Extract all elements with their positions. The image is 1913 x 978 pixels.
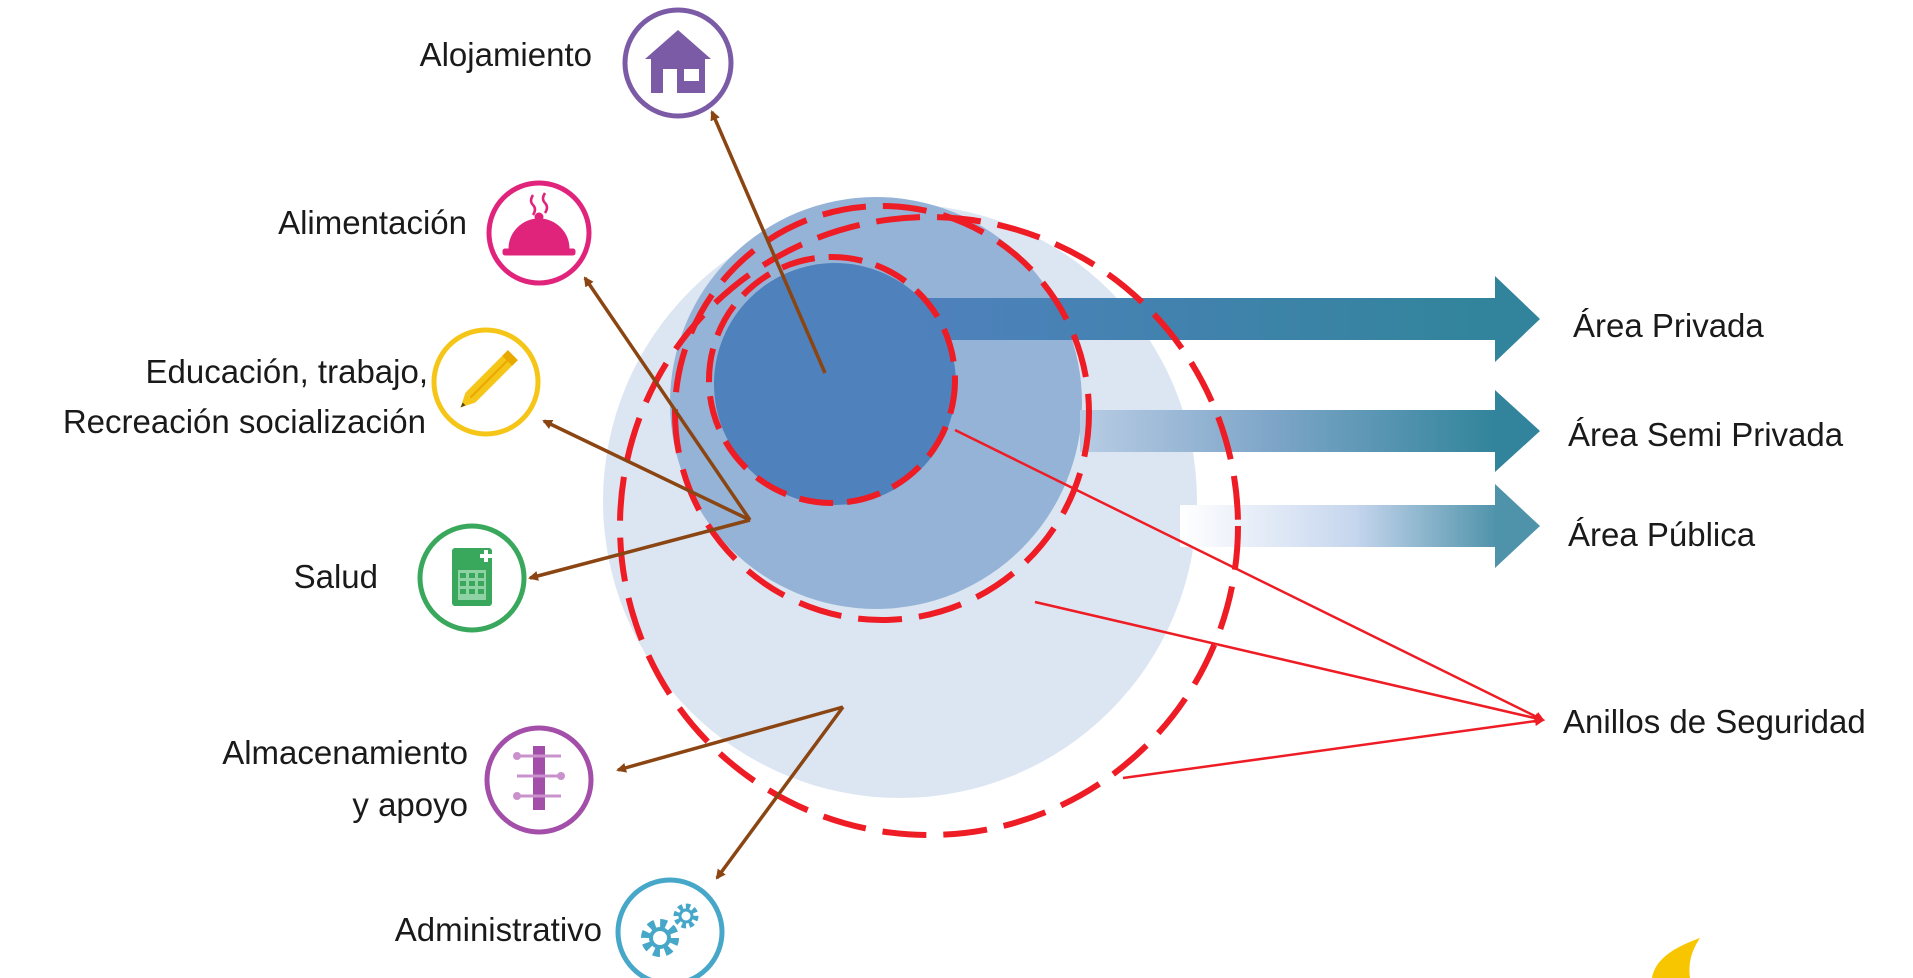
label-alimentacion: Alimentación [278, 204, 467, 241]
area-arrow-privada [920, 276, 1540, 362]
label-alojamiento: Alojamiento [420, 36, 592, 73]
function-arrow-almacenamiento [616, 705, 844, 773]
medical-kit-icon [452, 548, 492, 606]
label-almacenamiento-line2: y apoyo [352, 786, 468, 823]
function-arrow-alojamiento [710, 110, 827, 374]
area-arrow-publica [1180, 484, 1540, 568]
alojamiento-icon-badge [622, 7, 734, 119]
label-educacion-line1: Educación, trabajo, [145, 353, 428, 390]
gears-icon [641, 903, 699, 957]
almacenamiento-icon-badge [484, 725, 594, 835]
salud-icon-badge [417, 523, 527, 633]
ring-pointer-line-outer [1122, 716, 1545, 780]
function-arrow-administrativo [715, 705, 845, 880]
ring-pointer-line-middle [1034, 600, 1545, 724]
label-administrativo: Administrativo [395, 911, 602, 948]
food-cloche-icon [502, 192, 576, 256]
ring-pointer-line-inner [954, 428, 1545, 722]
label-area-privada: Área Privada [1573, 307, 1764, 344]
house-icon [645, 30, 711, 93]
alimentacion-icon-badge [486, 180, 592, 286]
private-zone-circle [714, 263, 956, 505]
educacion-icon-badge [431, 327, 541, 437]
administrativo-icon-badge [615, 877, 725, 978]
area-arrow-semi-privada [1080, 390, 1540, 472]
label-salud: Salud [294, 558, 378, 595]
function-arrow-educacion [542, 419, 751, 522]
label-area-semi-privada: Área Semi Privada [1568, 416, 1844, 453]
pencil-icon [460, 350, 518, 408]
label-area-publica: Área Pública [1568, 516, 1756, 553]
function-arrow-salud [528, 518, 751, 581]
logo-mark [1652, 938, 1700, 978]
label-security-rings: Anillos de Seguridad [1563, 703, 1866, 740]
label-educacion-line2: Recreación socialización [63, 403, 426, 440]
function-arrow-alimentacion [583, 276, 752, 521]
storage-icon [513, 746, 565, 810]
security-ring-inner [706, 254, 958, 506]
security-ring-outer [617, 214, 1241, 838]
label-almacenamiento-line1: Almacenamiento [222, 734, 468, 771]
